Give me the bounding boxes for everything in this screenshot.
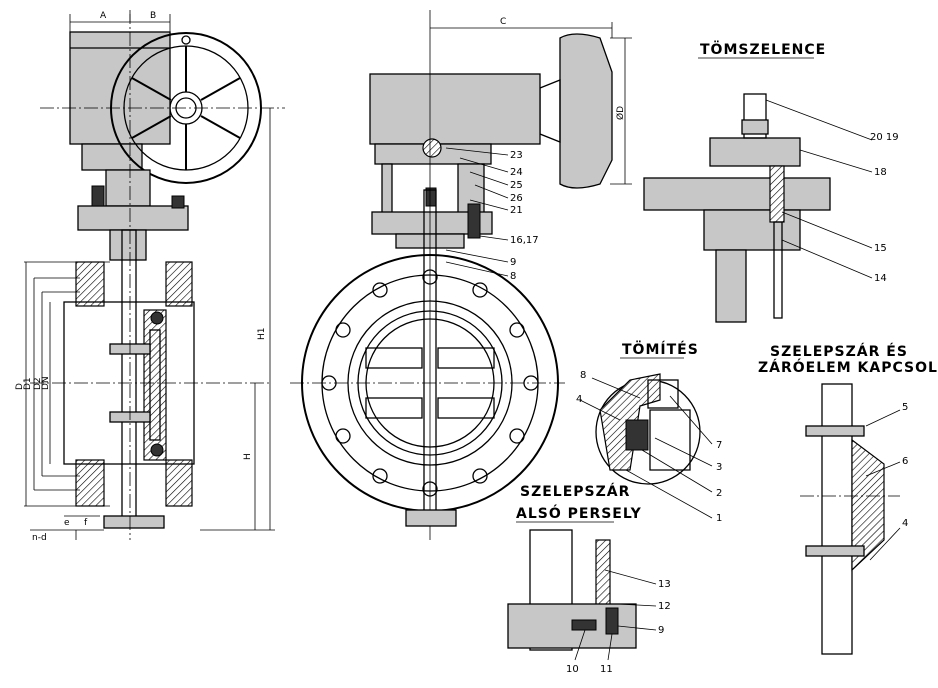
label-bush-11: 11	[600, 664, 613, 675]
seal-title: TÖMÍTÉS	[622, 340, 699, 358]
label-seal-7: 7	[716, 440, 722, 451]
label-seal-1: 1	[716, 513, 722, 524]
front-leaders	[445, 147, 509, 277]
dim-od: ØD	[615, 106, 626, 120]
label-seal-8: 8	[580, 370, 586, 381]
stuffing-box-title: TÖMSZELENCE	[700, 40, 826, 58]
dim-d1: D1	[23, 377, 33, 390]
bushing-title-1: SZELEPSZÁR	[520, 483, 630, 500]
side-view-dimensions	[24, 14, 275, 540]
label-bush-9: 9	[658, 625, 664, 636]
connection-title-1: SZELEPSZÁR ÉS	[770, 343, 908, 360]
label-14: 14	[874, 273, 887, 284]
dim-b: B	[150, 11, 156, 21]
dim-c: C	[500, 17, 506, 27]
label-9: 9	[510, 257, 516, 268]
dim-d: D	[15, 383, 25, 390]
dim-d2: D2	[33, 377, 43, 390]
stuffing-box-detail: TÖMSZELENCE 20 19 18 15 14	[643, 40, 899, 323]
front-view: C ØD 23 24 25 26 21 16,17 9 8	[290, 10, 632, 540]
dim-n-d: n-d	[32, 533, 47, 543]
seal-detail: TÖMÍTÉS 8 4 7 3 2 1	[576, 340, 722, 524]
label-conn-4: 4	[902, 518, 908, 529]
dim-f: f	[84, 518, 88, 528]
front-gearbox	[369, 73, 541, 145]
dim-dn: DN	[41, 376, 51, 390]
connection-title-2: ZÁRÓELEM KAPCSOLAT	[758, 358, 938, 376]
label-bush-10: 10	[566, 664, 579, 675]
handwheel-side	[559, 33, 613, 189]
label-21: 21	[510, 205, 523, 216]
dim-a: A	[100, 11, 107, 21]
disc	[143, 309, 167, 461]
label-seal-2: 2	[716, 488, 722, 499]
side-view: A B H1 H D D1 D2 DN e f n-d	[15, 10, 285, 543]
body-top-left	[75, 261, 105, 307]
label-23: 23	[510, 150, 523, 161]
label-24: 24	[510, 167, 523, 178]
stem-disc-connection-detail: SZELEPSZÁR ÉS ZÁRÓELEM KAPCSOLAT 5 6 4	[758, 343, 938, 655]
label-conn-5: 5	[902, 402, 908, 413]
dim-h: H	[243, 453, 253, 460]
label-8: 8	[510, 271, 516, 282]
label-25: 25	[510, 180, 523, 191]
label-18: 18	[874, 167, 887, 178]
label-bush-13: 13	[658, 579, 671, 590]
dim-h1: H1	[257, 328, 267, 341]
label-conn-6: 6	[902, 456, 908, 467]
label-16-17: 16,17	[510, 235, 539, 246]
gearbox-body	[69, 31, 171, 145]
bottom-cap	[103, 515, 165, 529]
label-seal-3: 3	[716, 462, 722, 473]
dim-e: e	[64, 518, 70, 528]
bushing-title-2: ALSÓ PERSELY	[516, 504, 642, 522]
label-20-19: 20 19	[870, 132, 899, 143]
label-seal-4: 4	[576, 394, 582, 405]
label-26: 26	[510, 193, 523, 204]
lower-bushing-detail: SZELEPSZÁR ALSÓ PERSELY 13 12 9 10 11	[507, 483, 671, 675]
label-15: 15	[874, 243, 887, 254]
label-bush-12: 12	[658, 601, 671, 612]
